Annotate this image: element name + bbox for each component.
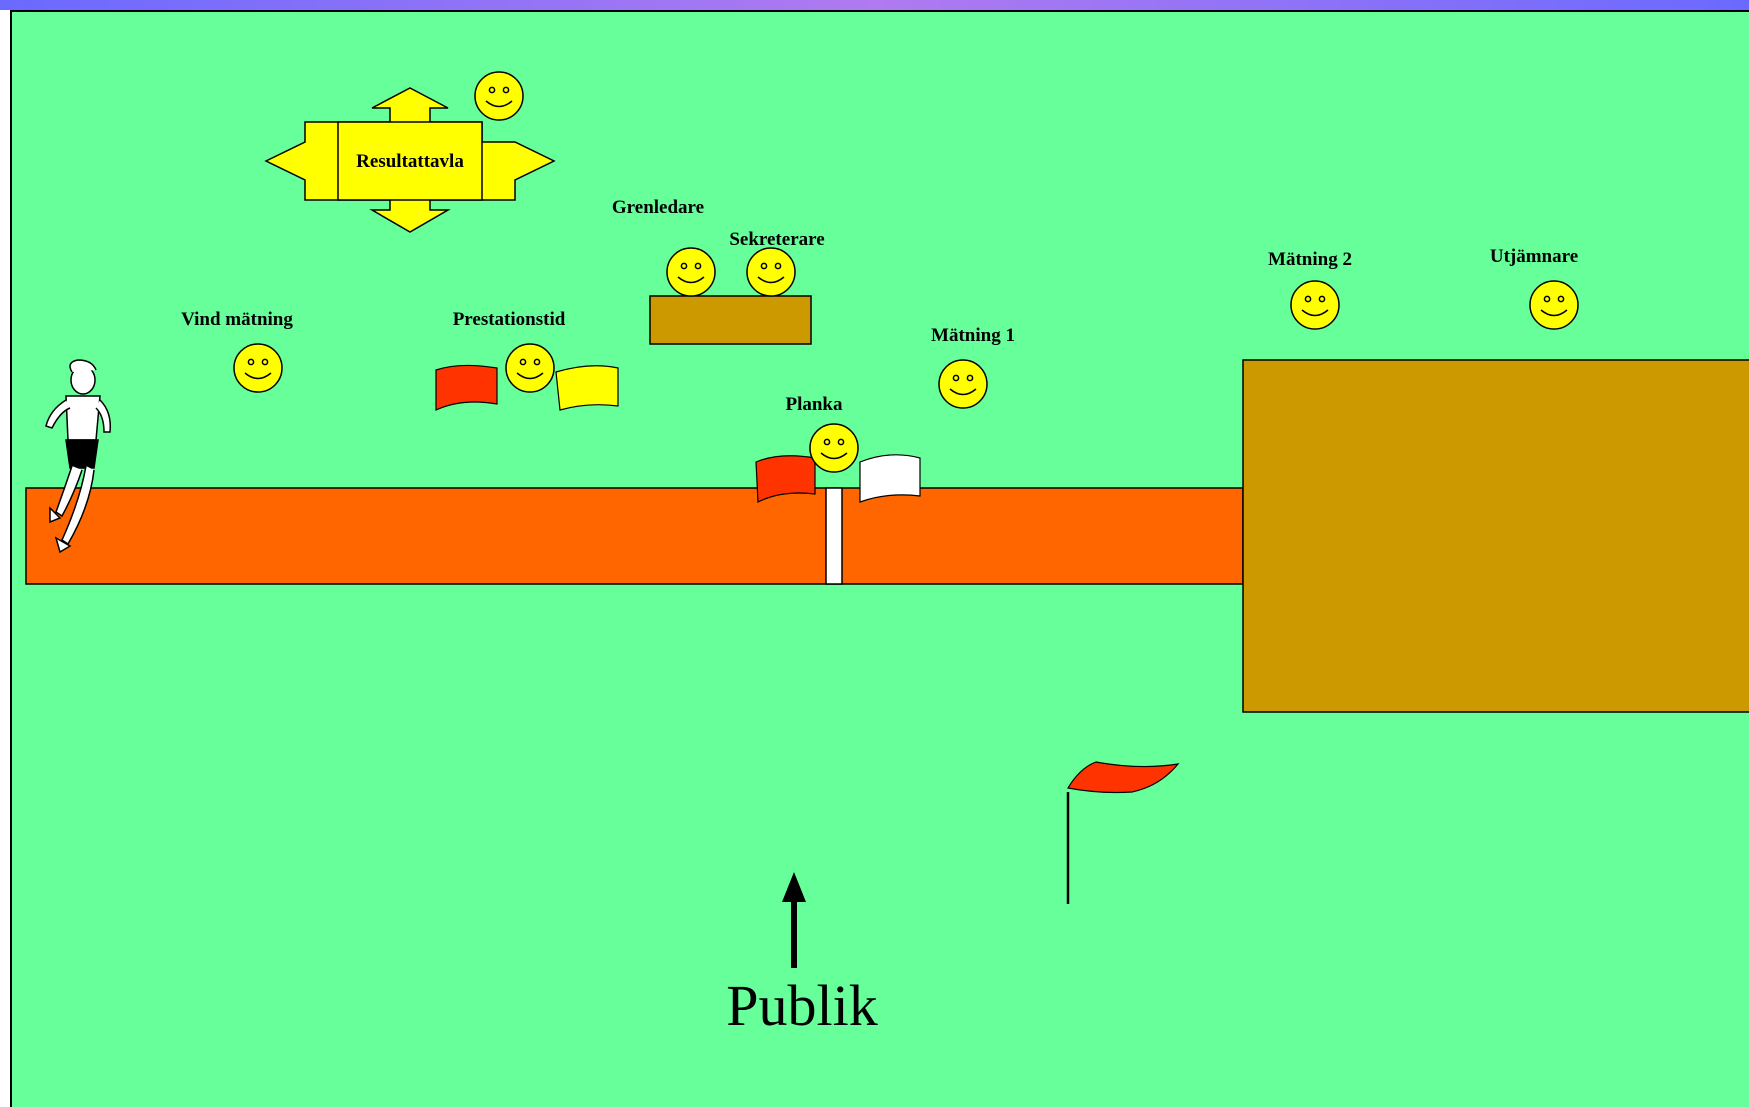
- officials-table: [649, 295, 812, 345]
- smiley-planka-icon: [809, 423, 859, 473]
- resultattavla-sign: Resultattavla: [264, 87, 556, 233]
- smiley-matning2-icon: [1290, 280, 1340, 330]
- runner-icon: [45, 359, 112, 554]
- white-flag-planka-icon: [859, 454, 921, 503]
- utjamnare-label: Utjämnare: [1490, 246, 1578, 267]
- smiley-vind-icon: [233, 343, 283, 393]
- prestationstid-label: Prestationstid: [453, 309, 566, 330]
- smiley-resultattavla-icon: [474, 71, 524, 121]
- red-flag-planka-icon: [755, 455, 816, 503]
- takeoff-board: [825, 487, 843, 585]
- sekreterare-label: Sekreterare: [729, 229, 824, 250]
- resultattavla-label: Resultattavla: [356, 151, 464, 172]
- publik-label: Publik: [726, 973, 878, 1038]
- smiley-grenledare-icon: [666, 247, 716, 297]
- smiley-prestationstid-icon: [505, 343, 555, 393]
- planka-label: Planka: [785, 394, 843, 415]
- smiley-utjamnare-icon: [1529, 280, 1579, 330]
- matning2-label: Mätning 2: [1268, 249, 1352, 270]
- red-flag-prestationstid-icon: [435, 364, 498, 411]
- title-bar-strip: [0, 0, 1749, 10]
- runway: [25, 487, 1244, 585]
- red-field-flag-icon: [1067, 761, 1180, 794]
- smiley-sekreterare-icon: [746, 247, 796, 297]
- publik-arrow-head-icon: [782, 872, 806, 902]
- sandpit: [1242, 359, 1749, 713]
- matning1-label: Mätning 1: [931, 325, 1015, 346]
- smiley-matning1-icon: [938, 359, 988, 409]
- grenledare-label: Grenledare: [612, 197, 704, 218]
- vind-matning-label: Vind mätning: [181, 309, 293, 330]
- yellow-flag-prestationstid-icon: [555, 365, 619, 411]
